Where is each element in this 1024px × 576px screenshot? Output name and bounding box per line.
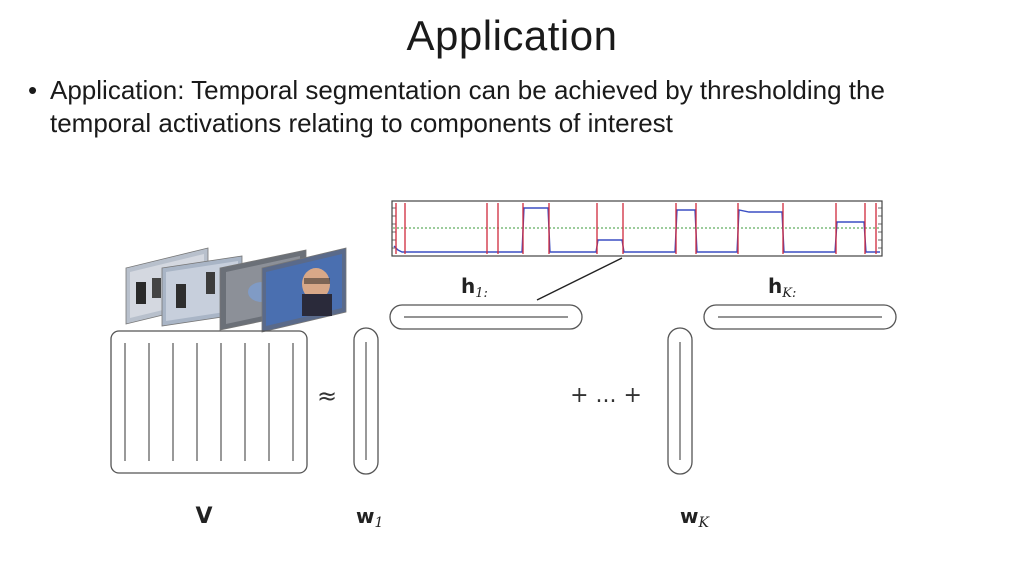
vector-h1 xyxy=(389,304,583,330)
label-v: V xyxy=(195,504,212,529)
slide-title: Application xyxy=(406,12,618,59)
label-hK-sub: K: xyxy=(781,286,796,301)
vector-hK xyxy=(703,304,897,330)
label-wK-sub: K xyxy=(697,515,710,531)
activation-plot-frame xyxy=(391,200,883,257)
plus-dots: + ... + xyxy=(570,383,642,408)
label-wK-main: w xyxy=(680,504,698,528)
label-hK-main: h xyxy=(768,274,782,298)
video-frames-image xyxy=(125,247,347,333)
vector-w1 xyxy=(353,327,379,475)
label-w1-main: w xyxy=(356,504,374,528)
label-h1-main: h xyxy=(461,274,475,298)
label-w1-sub: 1 xyxy=(374,515,383,531)
vector-wK xyxy=(667,327,693,475)
label-wK: wK xyxy=(680,504,710,531)
activation-signal-blue xyxy=(393,207,880,253)
activation-plot xyxy=(391,200,883,257)
label-hK: hK: xyxy=(768,274,796,301)
zoom-connector-line xyxy=(536,257,623,301)
approx-symbol: ≈ xyxy=(317,382,337,410)
matrix-v xyxy=(110,330,308,474)
bullet-text: Application: Temporal segmentation can b… xyxy=(50,75,885,138)
label-h1-sub: 1: xyxy=(475,286,488,301)
bullet-dot-icon: • xyxy=(28,75,38,105)
label-w1: w1 xyxy=(356,504,383,531)
activation-plot-ticks xyxy=(392,207,882,249)
activation-signal-red xyxy=(395,203,877,254)
label-h1: h1: xyxy=(461,274,488,301)
